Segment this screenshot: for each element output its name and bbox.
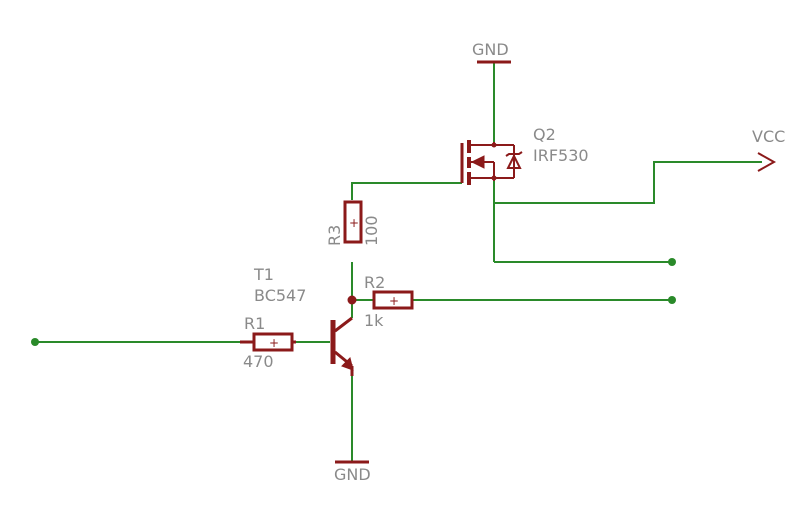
q2-body-diode [506,153,522,169]
gnd-top-label: GND [472,40,509,59]
gnd-bottom-label: GND [334,465,371,484]
resistor-r2[interactable]: + R2 1k [364,273,414,330]
q2-value-label: IRF530 [533,146,589,165]
resistor-r3[interactable]: + R3 100 [325,200,381,246]
t1-ref-label: T1 [253,265,274,284]
transistor-t1[interactable]: T1 BC547 [253,265,354,376]
input-terminal-dot[interactable] [31,338,39,346]
q2-ref-label: Q2 [533,125,556,144]
vcc-symbol: VCC [752,127,785,172]
vcc-label: VCC [752,127,785,146]
output-terminal-dot-upper[interactable] [668,258,676,266]
wire-q2-to-vcc [494,161,762,204]
output-terminal-dot-lower[interactable] [668,296,676,304]
r1-value-label: 470 [243,352,274,371]
t1-collector-leg [334,316,353,333]
q2-body-arrow [470,155,485,169]
r2-plus-mark: + [389,294,399,308]
collector-junction-dot [347,295,357,305]
r2-value-label: 1k [364,311,384,330]
wires [35,62,762,462]
mosfet-q2[interactable]: Q2 IRF530 [460,125,589,185]
wire-r3-to-gate [351,182,462,200]
t1-emitter-arrow [341,357,354,371]
gnd-symbol-top: GND [472,40,511,64]
gnd-symbol-bottom: GND [334,460,371,484]
r3-ref-label: R3 [325,225,344,246]
r1-plus-mark: + [269,336,279,350]
r1-ref-label: R1 [244,314,265,333]
r3-plus-mark: + [349,216,359,230]
t1-value-label: BC547 [254,286,306,305]
resistor-r1[interactable]: + R1 470 [240,314,296,371]
r2-ref-label: R2 [364,273,385,292]
r3-value-label: 100 [362,215,381,246]
